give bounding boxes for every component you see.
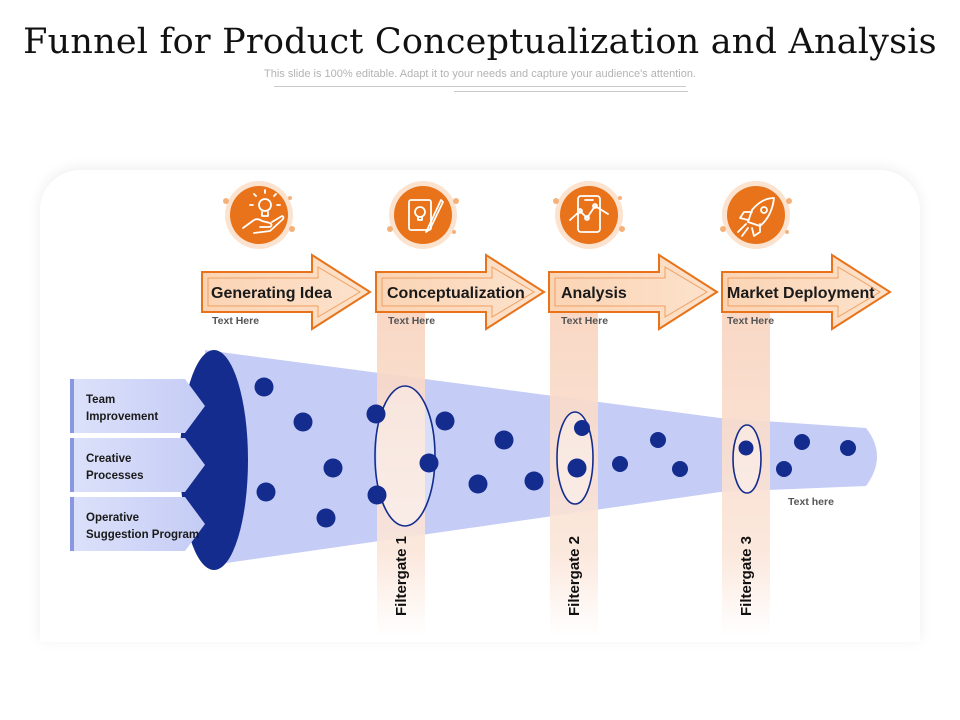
input-label-2a: Creative	[86, 453, 131, 465]
stage-arrow-4	[721, 253, 892, 331]
idea-pencil-icon	[387, 181, 459, 249]
input-arrow-3	[70, 497, 205, 551]
particle	[612, 456, 628, 472]
particle	[524, 471, 544, 491]
particle	[254, 377, 274, 397]
subtitle-underline-2	[454, 91, 688, 92]
idea-hand-icon	[223, 181, 295, 249]
particle	[738, 440, 754, 456]
funnel-body	[205, 350, 877, 566]
particle	[323, 458, 343, 478]
stage-label-1: Generating Idea	[211, 285, 332, 302]
stage-sublabel-4: Text Here	[727, 315, 774, 327]
input-arrow-1	[70, 379, 205, 433]
input-label-1a: Team	[86, 394, 115, 406]
particle	[468, 474, 488, 494]
stage-sublabel-3: Text Here	[561, 315, 608, 327]
particle	[567, 458, 587, 478]
particle	[794, 434, 810, 450]
slide-subtitle: This slide is 100% editable. Adapt it to…	[264, 68, 696, 80]
input-label-1b: Improvement	[86, 411, 158, 423]
particle	[435, 411, 455, 431]
filtergate-column-3	[722, 300, 770, 636]
stage-sublabel-1: Text Here	[212, 315, 259, 327]
slide-title: Funnel for Product Conceptualization and…	[23, 22, 937, 62]
filtergate-column-1	[377, 300, 425, 636]
rocket-icon	[720, 181, 792, 249]
particle	[316, 508, 336, 528]
particle	[840, 440, 856, 456]
filtergate-label-1: Filtergate 1	[393, 536, 410, 616]
stage-arrow-1	[201, 253, 372, 331]
particle	[650, 432, 666, 448]
filtergate-label-3: Filtergate 3	[738, 536, 755, 616]
stage-sublabel-2: Text Here	[388, 315, 435, 327]
stage-label-2: Conceptualization	[387, 285, 525, 302]
stage-label-3: Analysis	[561, 285, 627, 302]
input-label-3b: Suggestion Program	[86, 529, 199, 541]
stage-arrow-3	[548, 253, 719, 331]
particle	[574, 420, 590, 436]
particle	[366, 404, 386, 424]
particle	[419, 453, 439, 473]
funnel-particles	[254, 377, 856, 528]
stage-label-4: Market Deployment	[727, 285, 875, 302]
particle	[776, 461, 792, 477]
input-arrow-2	[70, 438, 205, 492]
stage-arrow-2	[375, 253, 546, 331]
filtergate-lens-3	[732, 424, 762, 494]
input-label-3a: Operative	[86, 512, 139, 524]
particle	[672, 461, 688, 477]
funnel-end-label: Text here	[788, 496, 834, 508]
subtitle-underline-1	[274, 86, 686, 87]
particle	[367, 485, 387, 505]
particle	[293, 412, 313, 432]
mobile-chart-icon	[553, 181, 625, 249]
particle	[494, 430, 514, 450]
input-label-2b: Processes	[86, 470, 144, 482]
particle	[256, 482, 276, 502]
filtergate-label-2: Filtergate 2	[566, 536, 583, 616]
